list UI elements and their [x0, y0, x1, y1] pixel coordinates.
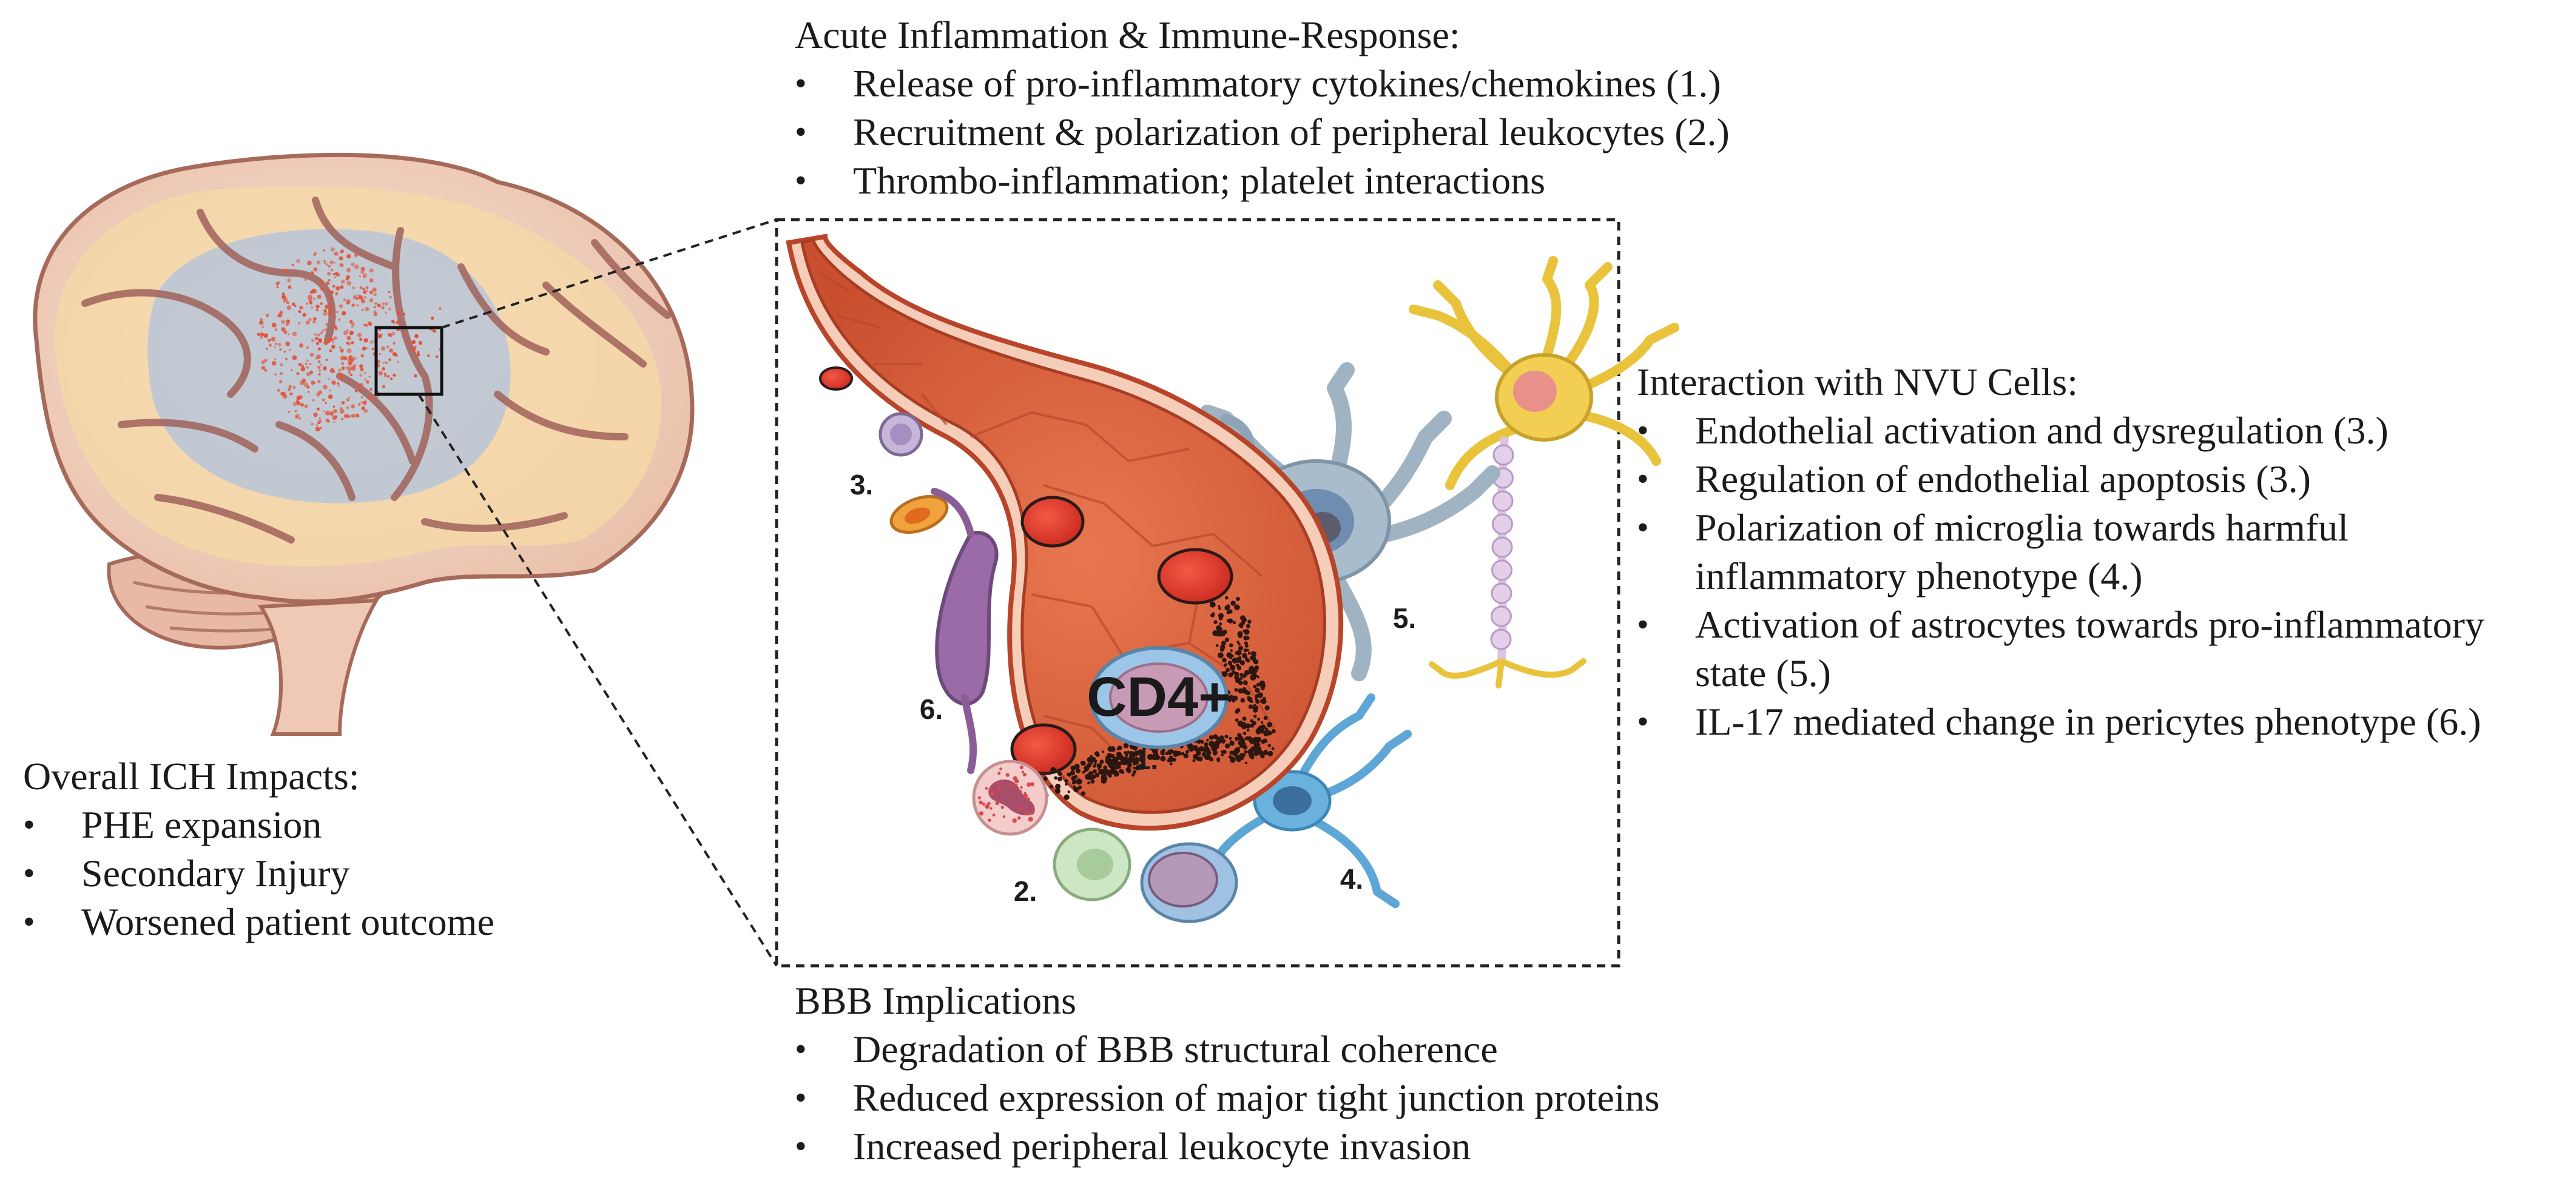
list-item: •PHE expansion [23, 803, 322, 846]
zoom-frame [775, 218, 1620, 968]
bbb-implications-list: •Degradation of BBB structural coherence… [795, 1025, 1660, 1171]
acute-inflammation-section: Acute Inflammation & Immune-Response: •R… [795, 11, 1730, 205]
myelin-sheath [1490, 444, 1514, 650]
marker-6: 6. [920, 693, 943, 725]
monocyte-nucleus [1148, 852, 1218, 908]
list-item: •Increased peripheral leukocyte invasion [795, 1125, 1471, 1168]
lymphocyte-nucleus [1077, 849, 1113, 880]
acute-inflammation-title: Acute Inflammation & Immune-Response: [795, 13, 1460, 56]
nvu-interaction-list: •Endothelial activation and dysregulatio… [1637, 406, 2484, 746]
list-item: •Recruitment & polarization of periphera… [795, 110, 1730, 153]
ich-impacts-list: •PHE expansion •Secondary Injury •Worsen… [23, 801, 494, 946]
cd4-t-cell-inner [1109, 662, 1209, 733]
zoom-connector-bottom [417, 393, 778, 967]
red-blood-cell [1010, 723, 1077, 775]
marker-2: 2. [1014, 875, 1037, 907]
bbb-implications-section: BBB Implications •Degradation of BBB str… [795, 977, 1660, 1171]
zoom-box [374, 326, 443, 396]
marker-4: 4. [1340, 863, 1363, 895]
hemorrhage-spots [257, 247, 443, 432]
bbb-implications-title: BBB Implications [795, 979, 1076, 1022]
neuron-dendrites [1409, 256, 1679, 490]
neutrophil-granules [977, 765, 1034, 823]
cytokine-release-dots [1043, 596, 1276, 800]
marker-3: 3. [850, 469, 873, 500]
list-item: •Secondary Injury [23, 852, 350, 895]
list-item: •Degradation of BBB structural coherence [795, 1028, 1498, 1071]
endothelial-cell-nucleus [904, 507, 931, 524]
ich-impacts-title: Overall ICH Impacts: [23, 755, 360, 798]
pericyte-processes [931, 488, 977, 774]
vessel-leukocyte-nucleus [890, 423, 912, 445]
neutrophil [972, 760, 1048, 836]
neurovascular-unit-illustration: CD4+ 1. 2. [786, 234, 1679, 923]
acute-inflammation-list: •Release of pro-inflammatory cytokines/c… [795, 59, 1730, 205]
neuron-nucleus [1513, 371, 1557, 412]
axon-terminals [1429, 658, 1586, 689]
microglia-nucleus [1273, 786, 1312, 815]
list-item: •Endothelial activation and dysregulatio… [1637, 409, 2389, 452]
brain-stem [257, 598, 380, 736]
list-item: •Reduced expression of major tight junct… [795, 1076, 1660, 1119]
list-item: •Worsened patient outcome [23, 900, 494, 943]
nvu-interaction-title: Interaction with NVU Cells: [1637, 360, 2078, 403]
cd4-cell-label: CD4+ [1087, 666, 1231, 728]
red-blood-cell [1020, 496, 1085, 548]
list-item: •IL-17 mediated change in pericytes phen… [1637, 700, 2481, 743]
list-item: •Activation of astrocytes towards pro-in… [1637, 603, 2484, 695]
neuron [1409, 256, 1679, 689]
affected-region [147, 229, 511, 504]
red-blood-cell [819, 366, 853, 391]
nvu-interaction-section: Interaction with NVU Cells: •Endothelial… [1637, 358, 2484, 746]
brain-sulci [81, 197, 671, 544]
marker-1: 1. [1135, 744, 1158, 775]
list-item: •Release of pro-inflammatory cytokines/c… [795, 62, 1721, 105]
zoom-connector-top [441, 218, 777, 329]
brain-illustration [33, 152, 695, 736]
marker-5: 5. [1393, 602, 1416, 634]
pericyte [935, 531, 999, 706]
ich-impacts-section: Overall ICH Impacts: •PHE expansion •Sec… [23, 752, 494, 946]
list-item: •Regulation of endothelial apoptosis (3.… [1637, 457, 2311, 500]
list-item: •Thrombo-inflammation; platelet interact… [795, 159, 1545, 202]
list-item: •Polarization of microglia towards harmf… [1637, 506, 2349, 598]
blood-vessel: CD4+ [786, 234, 1344, 831]
red-blood-cell [1157, 548, 1233, 605]
